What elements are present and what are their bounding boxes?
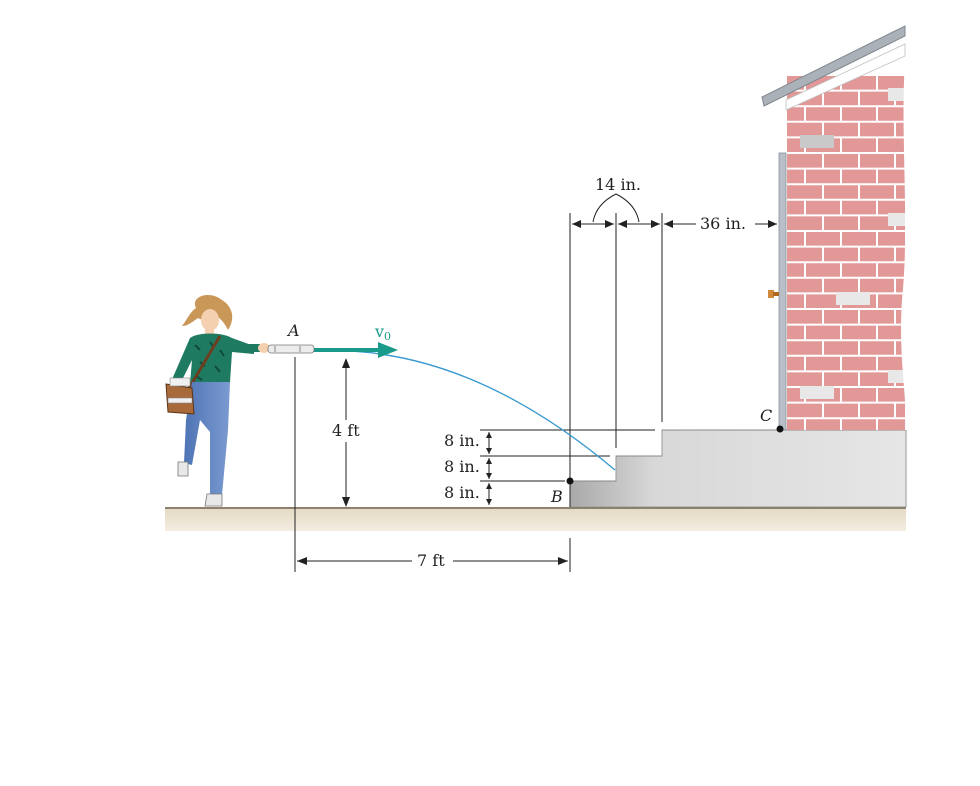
landing-36in-label: 36 in. — [700, 214, 746, 233]
velocity-subscript: 0 — [384, 330, 391, 343]
velocity-label: v0 — [374, 322, 391, 343]
door-frame — [768, 152, 787, 431]
doorknob-icon — [768, 290, 779, 298]
point-b-dot — [566, 477, 574, 485]
riser-3-label: 8 in. — [444, 483, 480, 502]
horizontal-7ft-label: 7 ft — [417, 551, 445, 570]
point-c-label: C — [760, 406, 772, 425]
arrowheads — [297, 220, 777, 565]
point-b-label: B — [550, 487, 563, 506]
newspaper-bag-icon — [165, 377, 195, 415]
riser-2-label: 8 in. — [444, 457, 480, 476]
person-throwing-icon — [165, 294, 315, 507]
roof — [761, 25, 906, 111]
point-a-label: A — [286, 321, 300, 340]
riser-1-label: 8 in. — [444, 431, 480, 450]
point-c-dot — [776, 425, 784, 433]
velocity-symbol: v — [374, 322, 384, 341]
height-4ft-label: 4 ft — [332, 421, 360, 440]
velocity-arrow — [312, 342, 398, 358]
tread-14in-label: 14 in. — [595, 175, 641, 194]
ground — [165, 507, 906, 531]
steps — [569, 429, 907, 508]
brick-wall — [787, 60, 930, 430]
